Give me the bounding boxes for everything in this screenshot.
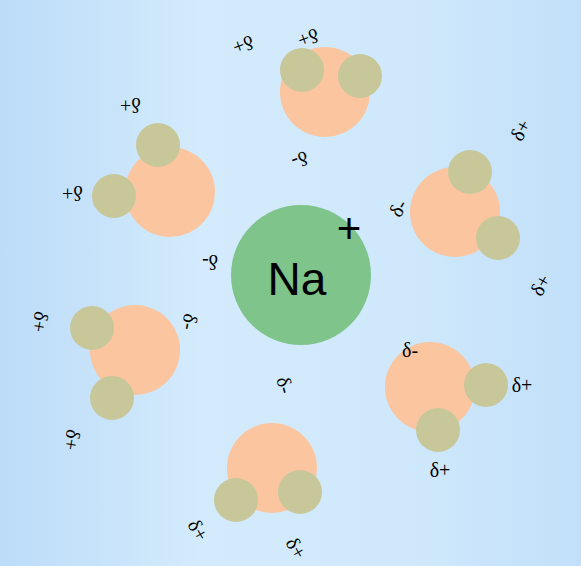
- partial-charge: δ+: [506, 116, 534, 144]
- water-molecule: [92, 123, 215, 237]
- partial-charge: δ+: [120, 95, 141, 115]
- partial-charge: δ+: [28, 310, 51, 334]
- partial-charge: δ+: [295, 25, 321, 51]
- partial-charge: δ-: [179, 312, 201, 331]
- ion-charge: +: [337, 208, 362, 250]
- partial-charge: δ-: [402, 340, 418, 360]
- partial-charge: δ+: [62, 183, 83, 203]
- water-molecule: [410, 150, 520, 260]
- ion-circle: Na+: [231, 205, 371, 345]
- partial-charge: δ-: [202, 252, 218, 272]
- water-molecule: [280, 47, 382, 137]
- partial-charge: δ+: [282, 534, 310, 562]
- partial-charge: δ+: [230, 32, 256, 58]
- partial-charge: δ+: [430, 460, 451, 480]
- partial-charge: δ-: [289, 148, 311, 172]
- partial-charge: δ+: [526, 271, 554, 299]
- partial-charge: δ-: [385, 196, 410, 220]
- partial-charge: δ+: [512, 375, 533, 395]
- ion-symbol: Na: [268, 256, 327, 302]
- water-molecule: [214, 423, 322, 522]
- partial-charge: δ+: [60, 428, 83, 452]
- partial-charge: δ+: [184, 516, 212, 544]
- partial-charge: δ-: [273, 375, 296, 396]
- water-molecule: [70, 305, 180, 420]
